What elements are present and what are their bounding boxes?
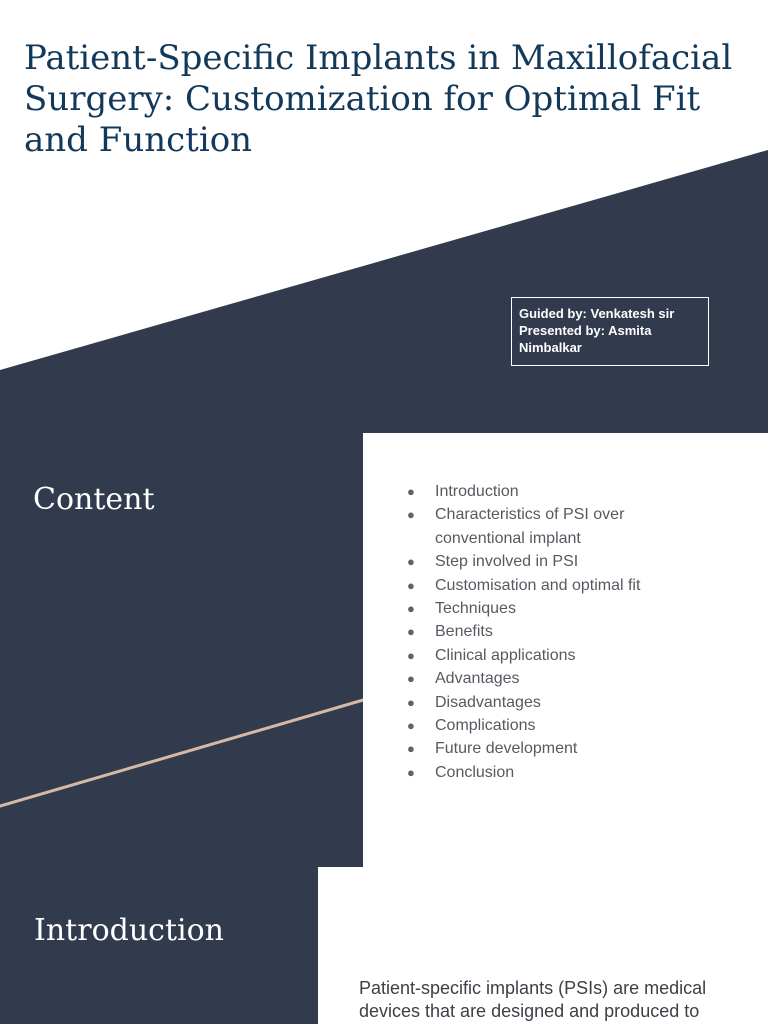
bullet-dot-icon: ● bbox=[407, 507, 415, 523]
content-list: ● Introduction ● Characteristics of PSI ove… bbox=[363, 480, 693, 784]
introduction-body: Patient-specific implants (PSIs) are med… bbox=[359, 978, 707, 1021]
list-item-label: Clinical applications bbox=[435, 646, 576, 664]
guided-by-text: Guided by: Venkatesh sir bbox=[519, 306, 675, 321]
list-item: ● Customisation and optimal fit bbox=[363, 574, 693, 597]
list-item: ● Complications bbox=[363, 714, 693, 737]
page-title: Patient-Specific Implants in Maxillofaci… bbox=[24, 38, 733, 160]
bullet-dot-icon: ● bbox=[407, 577, 415, 593]
list-item: ● Introduction bbox=[363, 480, 693, 503]
bullet-dot-icon: ● bbox=[407, 694, 415, 710]
list-item: ● Characteristics of PSI over conventiona… bbox=[363, 503, 693, 550]
list-item: ● Techniques bbox=[363, 597, 693, 620]
list-item-label: Characteristics of PSI over conventional… bbox=[435, 506, 625, 547]
list-item: ● Disadvantages bbox=[363, 691, 693, 714]
list-item-label: Customisation and optimal fit bbox=[435, 576, 641, 594]
list-item: ● Benefits bbox=[363, 620, 693, 643]
bullet-dot-icon: ● bbox=[407, 764, 415, 780]
bullet-dot-icon: ● bbox=[407, 718, 415, 734]
list-item: ● Step involved in PSI bbox=[363, 550, 693, 573]
introduction-side-panel bbox=[0, 866, 318, 1024]
list-item: ● Conclusion bbox=[363, 761, 693, 784]
bullet-dot-icon: ● bbox=[407, 554, 415, 570]
list-item-label: Disadvantages bbox=[435, 693, 541, 711]
content-heading: Content bbox=[33, 482, 155, 517]
introduction-heading: Introduction bbox=[34, 913, 224, 948]
bullet-dot-icon: ● bbox=[407, 624, 415, 640]
introduction-slide: Introduction Patient-specific implants (… bbox=[0, 866, 768, 1024]
list-item: ● Future development bbox=[363, 737, 693, 760]
bullet-dot-icon: ● bbox=[407, 647, 415, 663]
list-item-label: Advantages bbox=[435, 670, 520, 688]
bullet-dot-icon: ● bbox=[407, 741, 415, 757]
content-slide: Content ● Introduction ● Characteristics of… bbox=[0, 433, 768, 866]
list-item-label: Introduction bbox=[435, 483, 519, 500]
presented-by-text: Presented by: Asmita Nimbalkar bbox=[519, 323, 652, 355]
list-item-label: Future development bbox=[435, 740, 578, 758]
introduction-divider bbox=[318, 866, 363, 867]
list-item-label: Step involved in PSI bbox=[435, 553, 579, 571]
list-item: ● Clinical applications bbox=[363, 644, 693, 667]
bullet-dot-icon: ● bbox=[407, 484, 415, 499]
list-item-label: Techniques bbox=[435, 600, 516, 618]
content-list-panel: ● Introduction ● Characteristics of PSI ove… bbox=[363, 433, 768, 866]
list-item-label: Conclusion bbox=[435, 763, 515, 781]
list-item: ● Advantages bbox=[363, 667, 693, 690]
credits-box: Guided by: Venkatesh sir Presented by: A… bbox=[511, 297, 709, 366]
bullet-dot-icon: ● bbox=[407, 601, 415, 617]
list-item-label: Benefits bbox=[435, 623, 493, 641]
title-slide: Patient-Specific Implants in Maxillofaci… bbox=[0, 0, 768, 433]
list-item-label: Complications bbox=[435, 717, 536, 735]
bullet-dot-icon: ● bbox=[407, 671, 415, 687]
